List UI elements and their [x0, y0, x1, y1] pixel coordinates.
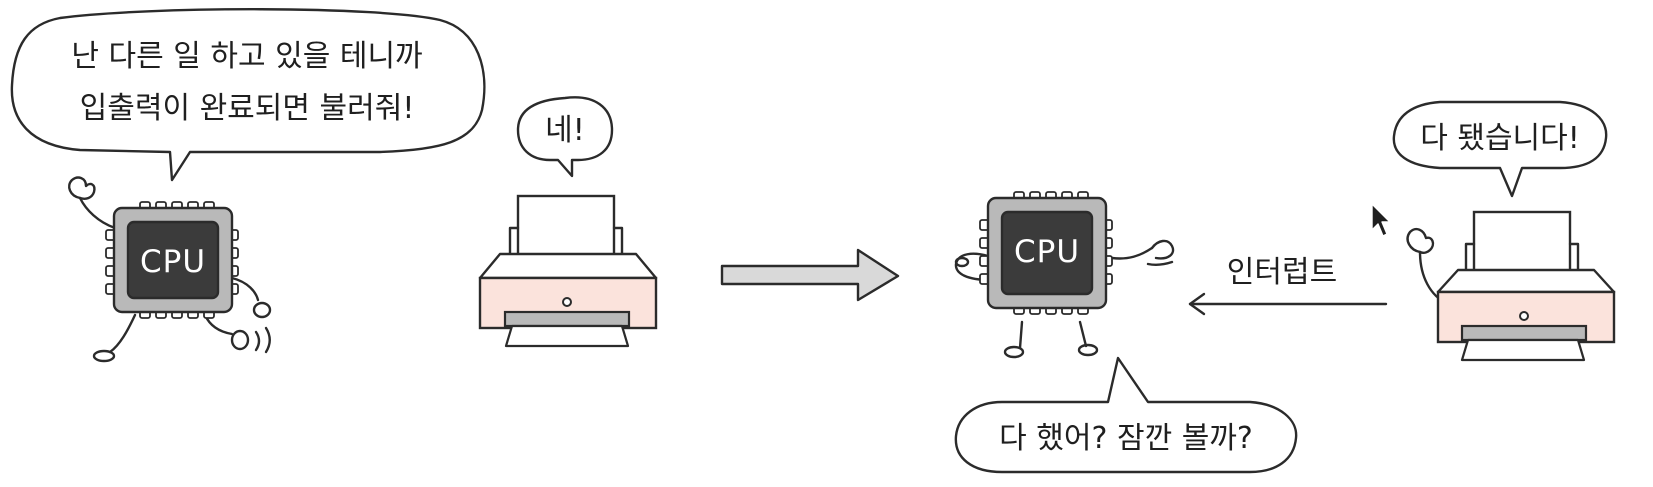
arrow-right-icon	[720, 248, 900, 302]
cpu-label-left: CPU	[140, 244, 206, 280]
printer-icon-right	[1406, 210, 1616, 362]
printer-icon	[478, 194, 658, 348]
speech-bubble-cpu-busy: 난 다른 일 하고 있을 테니까 입출력이 완료되면 불러줘!	[10, 8, 486, 182]
cpu-chip-icon: CPU	[68, 176, 272, 363]
bubble-text-ack: 네!	[545, 113, 585, 148]
cpu-label-right: CPU	[1014, 234, 1080, 270]
arrow-left-icon	[1188, 292, 1388, 316]
cpu-chip-icon-right: CPU	[954, 191, 1175, 359]
mouse-cursor-icon	[1371, 203, 1391, 237]
bubble-text-line1: 난 다른 일 하고 있을 테니까	[71, 39, 422, 74]
speech-bubble-printer-done: 다 됐습니다!	[1392, 100, 1608, 198]
speech-bubble-cpu-check: 다 했어? 잠깐 볼까?	[954, 356, 1298, 474]
bubble-text-check: 다 했어? 잠깐 볼까?	[999, 421, 1253, 456]
bubble-text-done: 다 됐습니다!	[1420, 121, 1580, 156]
bubble-text-line2: 입출력이 완료되면 불러줘!	[80, 91, 415, 126]
interrupt-label: 인터럽트	[1227, 255, 1337, 290]
speech-bubble-printer-ack: 네!	[516, 96, 614, 178]
